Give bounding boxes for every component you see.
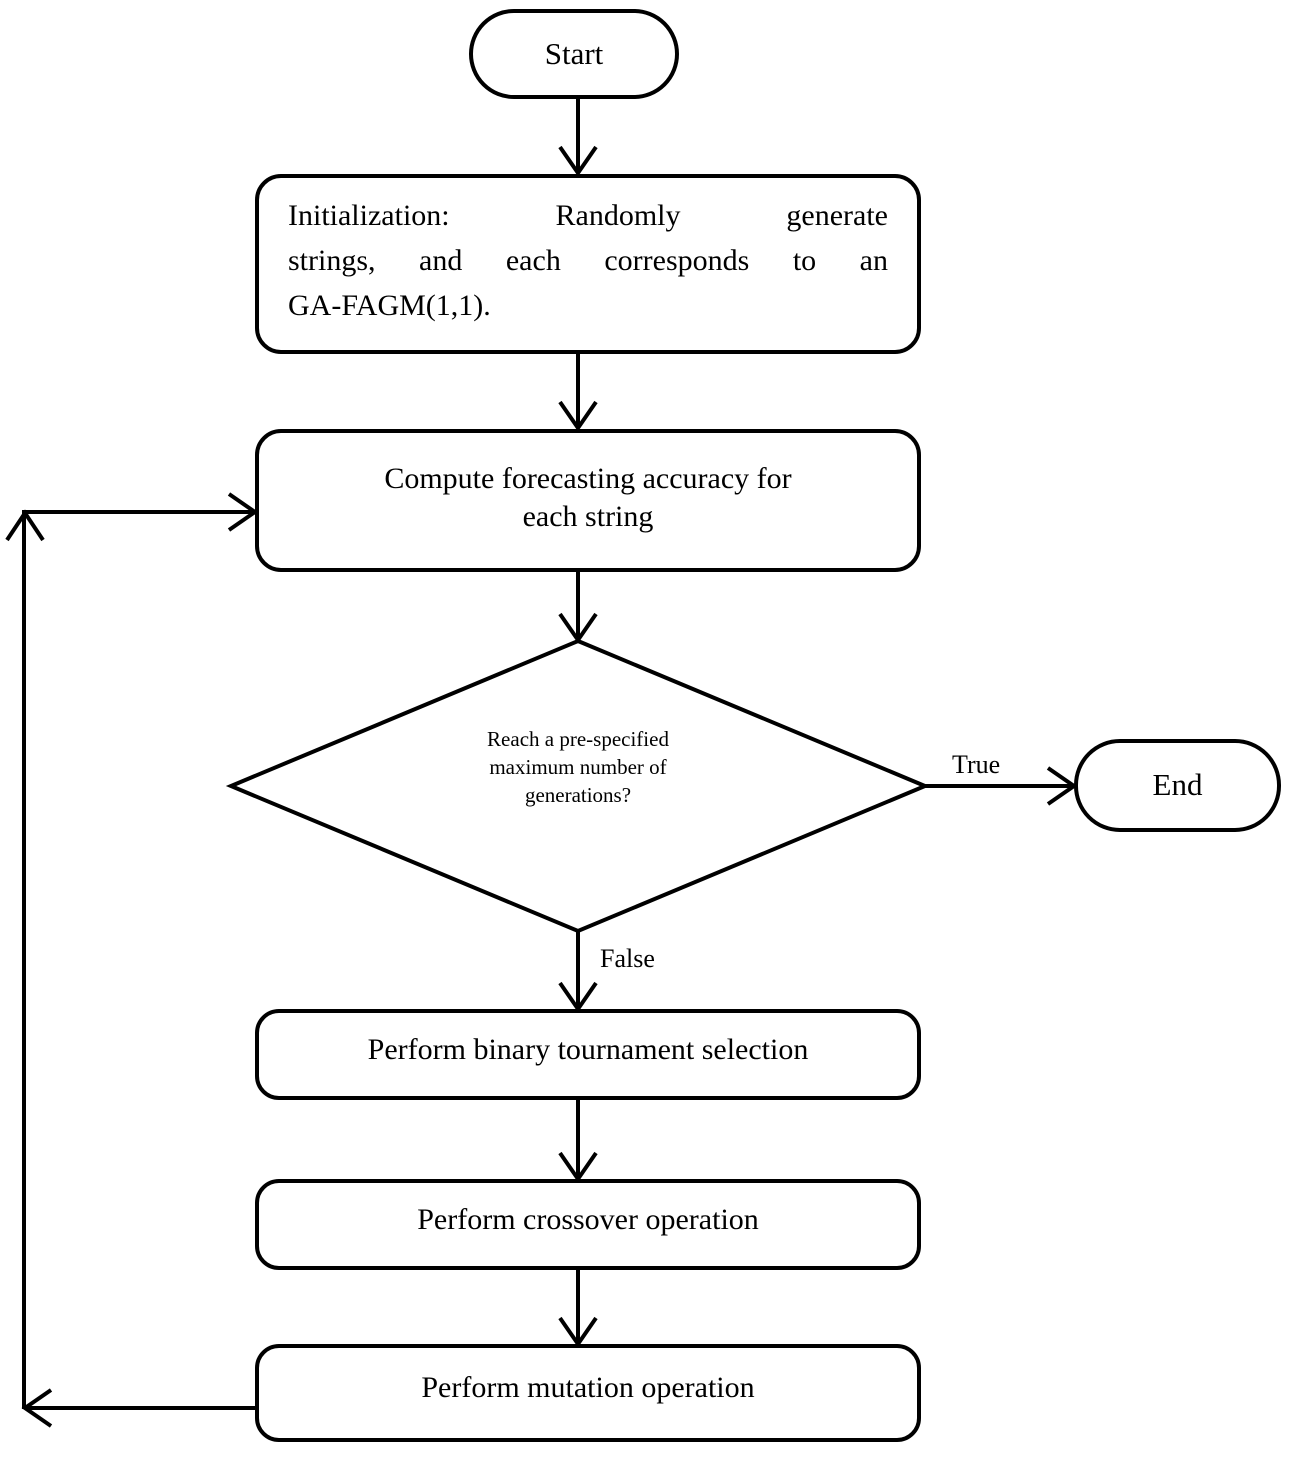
node-shape-crossover[interactable] (255, 1179, 921, 1270)
edge-label-true: True (952, 750, 1001, 779)
edge-crossover-to-mutation (558, 1268, 598, 1348)
edge-compute-to-decision (558, 570, 598, 644)
edge-decision-to-selection-false (558, 931, 598, 1013)
node-shape-compute[interactable] (255, 429, 921, 572)
node-compute[interactable] (257, 431, 919, 570)
node-start[interactable] (471, 11, 677, 97)
edge-mutation-to-compute-loop (5, 492, 259, 1428)
node-shape-mutation[interactable] (255, 1344, 921, 1442)
edge-selection-to-crossover (558, 1098, 598, 1183)
edge-initialization-to-compute (558, 352, 598, 432)
node-shape-start[interactable] (469, 9, 679, 99)
node-decision[interactable] (378, 700, 778, 872)
edge-label-false: False (600, 944, 655, 973)
edge-decision-to-end-true (925, 766, 1078, 806)
node-crossover[interactable] (257, 1181, 919, 1268)
node-initialization[interactable] (257, 176, 919, 352)
node-shape-initialization[interactable] (255, 174, 921, 354)
edge-start-to-initialization (558, 97, 598, 177)
node-end[interactable] (1076, 741, 1279, 830)
node-shape-selection[interactable] (255, 1009, 921, 1100)
node-selection[interactable] (257, 1011, 919, 1098)
node-mutation[interactable] (257, 1346, 919, 1440)
